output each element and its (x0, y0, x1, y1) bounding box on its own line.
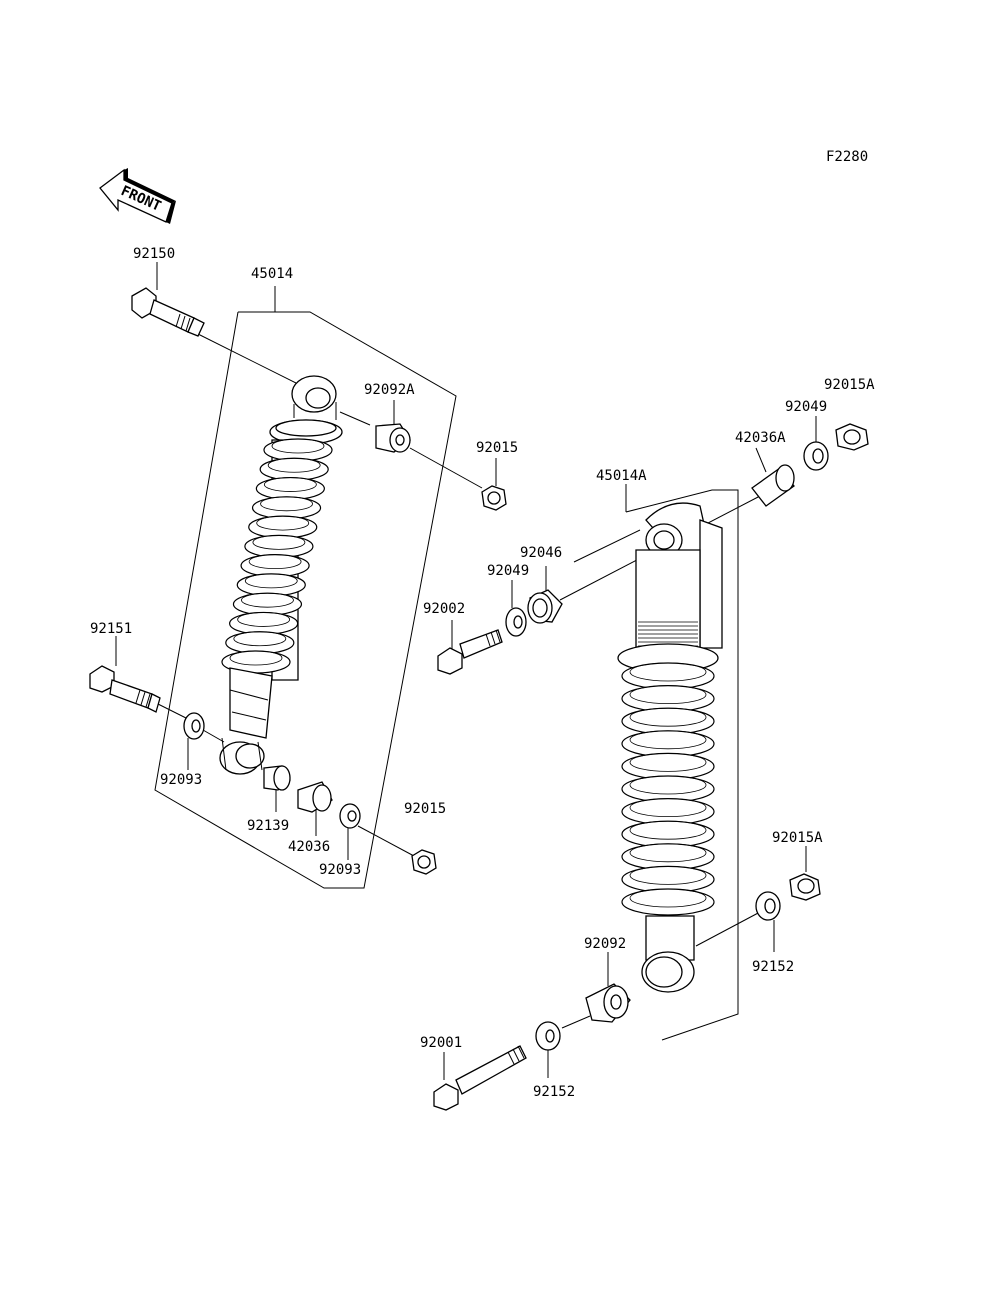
spring-coil-inner (263, 477, 317, 492)
spring-coil-inner (256, 515, 310, 531)
assembly-bracket-45014A (625, 484, 739, 1041)
washer-92049-left (505, 607, 527, 637)
label-42036A: 42036A (735, 430, 786, 446)
spring-coil (255, 476, 325, 501)
spring-coil-inner (244, 573, 298, 589)
label-92151: 92151 (90, 621, 132, 637)
spring-coil (232, 592, 303, 616)
spring-coil-inner (233, 631, 287, 647)
spring-coil-inner (629, 685, 707, 704)
label-45014: 45014 (251, 266, 293, 282)
spring-coil-inner (629, 707, 707, 727)
spring-coil (240, 554, 310, 578)
spring-coil (248, 515, 318, 539)
spring-coil (259, 457, 329, 481)
spring-coil-inner (629, 888, 707, 908)
spring-coil-inner (629, 866, 707, 885)
spring-coil-inner (629, 662, 707, 682)
part-labels: 92150 45014 92092A 92015 92151 92093 921… (90, 246, 875, 1100)
label-92152-bottom: 92152 (533, 1084, 575, 1100)
spring-coil (236, 573, 306, 597)
spring-coil-inner (629, 753, 707, 772)
label-92093-left: 92093 (160, 772, 202, 788)
figure-code: F2280 (826, 149, 868, 165)
label-92093-bottom: 92093 (319, 862, 361, 878)
label-92092: 92092 (584, 936, 626, 952)
collar-92139 (263, 765, 291, 791)
label-92001: 92001 (420, 1035, 462, 1051)
label-92002: 92002 (423, 601, 465, 617)
label-92139: 92139 (247, 818, 289, 834)
label-92015A-bottom: 92015A (772, 830, 823, 846)
assembly-bracket-45014 (154, 286, 457, 889)
leader-lines-left (115, 262, 497, 860)
bearing-92046 (527, 589, 563, 624)
label-92049-right: 92049 (785, 399, 827, 415)
spring-coil (225, 631, 295, 655)
label-45014A: 45014A (596, 468, 647, 484)
washer-92152-right (755, 891, 781, 921)
spring-coil (244, 534, 314, 558)
shock-absorber-45014A (617, 502, 723, 993)
nut-92015-top (481, 485, 507, 511)
spring-coil-inner (629, 798, 707, 817)
bolt-92151 (89, 665, 161, 713)
label-42036: 42036 (288, 839, 330, 855)
spring-coil-inner (241, 592, 294, 608)
spring-coil-inner (629, 843, 707, 863)
spring-coil-inner (271, 438, 325, 454)
label-92046: 92046 (520, 545, 562, 561)
shock-absorber-45014 (219, 375, 343, 775)
sleeve-42036 (297, 781, 333, 813)
spring-coil-inner (267, 457, 321, 473)
label-92150: 92150 (133, 246, 175, 262)
spring-coil-inner (629, 730, 707, 750)
spring-coil-inner (237, 612, 291, 627)
sleeve-42036A (751, 464, 795, 507)
label-92015A-top: 92015A (824, 377, 875, 393)
spring-coil-inner (248, 554, 302, 570)
spring-coil-inner (229, 650, 283, 666)
nut-92015-mid (411, 849, 437, 875)
spring-coil-inner (260, 496, 313, 512)
label-92092A: 92092A (364, 382, 415, 398)
collar-92092A (375, 423, 411, 453)
collar-92092 (585, 983, 631, 1023)
spring-coil (251, 496, 322, 520)
label-92152-right: 92152 (752, 959, 794, 975)
spring-coil (263, 438, 333, 462)
spring-coil (229, 611, 299, 636)
front-arrow-icon: FRONT (99, 168, 176, 224)
bolt-92001 (433, 1045, 527, 1111)
washer-92093-bottom (339, 803, 361, 829)
washer-92049-right (803, 441, 829, 471)
nut-92015A-bottom (789, 873, 821, 901)
spring-coil-inner (629, 775, 707, 795)
washer-92093-left (183, 712, 205, 740)
spring-coil-inner (252, 534, 306, 550)
bolt-92002 (437, 629, 503, 675)
label-92049-left: 92049 (487, 563, 529, 579)
nut-92015A-top (835, 423, 869, 451)
washer-92152-bottom (535, 1021, 561, 1051)
spring-coil-inner (629, 820, 707, 840)
label-92015-mid: 92015 (404, 801, 446, 817)
bolt-92150 (131, 287, 205, 337)
label-92015-top: 92015 (476, 440, 518, 456)
